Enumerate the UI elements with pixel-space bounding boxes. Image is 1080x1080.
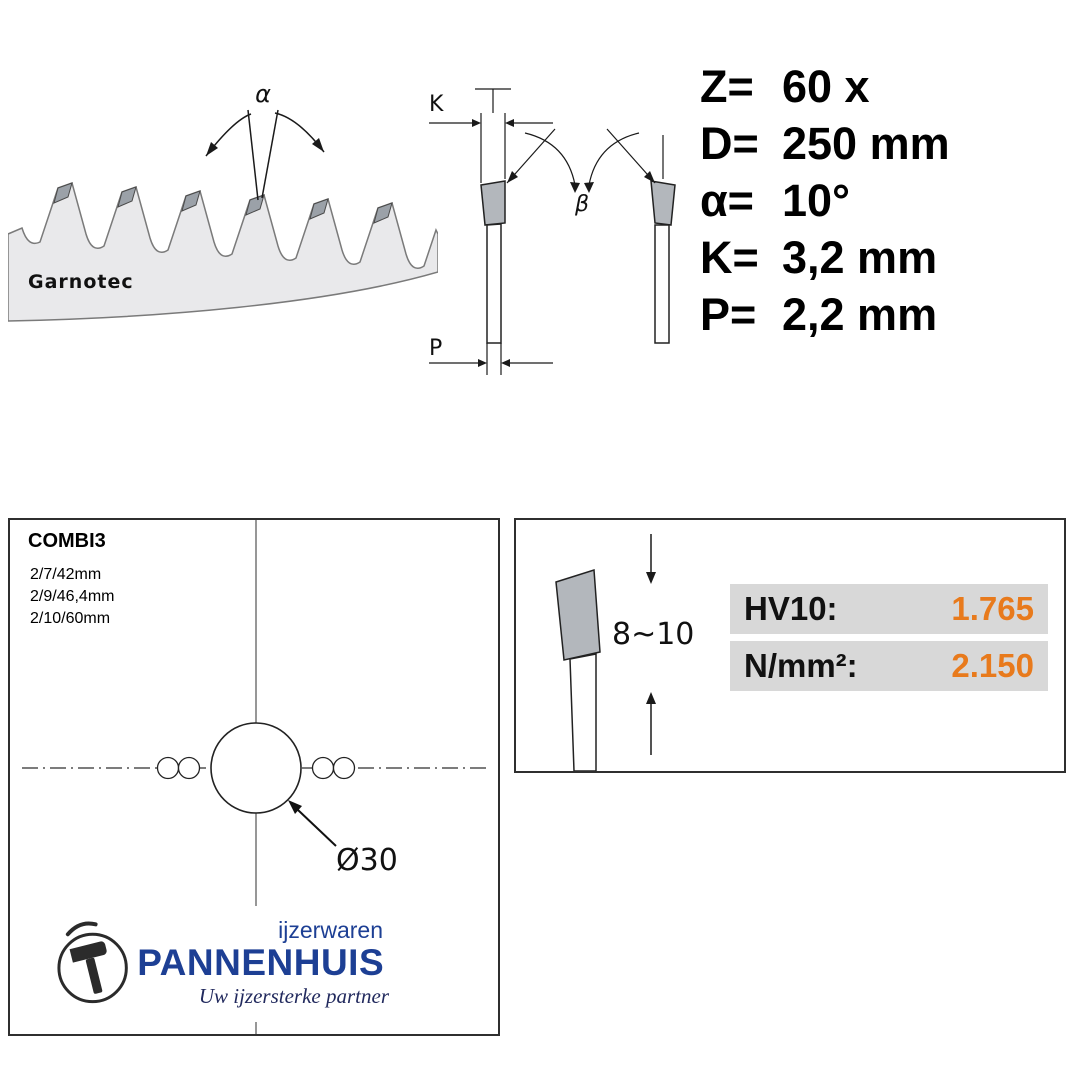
height-dimension-arrows: [646, 534, 656, 755]
pincer-shape: [65, 921, 98, 937]
spec-label: D=: [700, 118, 759, 169]
hardness-panel: 8~10 HV10: 1.765 N/mm²: 2.150: [514, 518, 1066, 773]
carbide-tips: [53, 182, 393, 224]
watermark-text: Garnotec: [28, 271, 134, 293]
logo-brand-name: PANNENHUIS: [137, 941, 385, 983]
spec-row-diameter: D= 250 mm: [700, 115, 950, 172]
spec-value: 10°: [782, 175, 851, 226]
spec-label: P=: [700, 289, 757, 340]
spec-value: 250 mm: [782, 118, 950, 169]
center-bore-circle: [210, 722, 302, 814]
hardness-table: HV10: 1.765 N/mm²: 2.150: [730, 584, 1048, 698]
pinhole-option-list: 2/7/42mm 2/9/46,4mm 2/10/60mm: [30, 564, 114, 630]
left-tooth-section: [480, 180, 506, 344]
k-label: K: [429, 92, 444, 117]
spec-row-kerf: K= 3,2 mm: [700, 229, 950, 286]
blade-body: [8, 182, 438, 322]
tooth-cross-section-drawing: K β P: [429, 88, 676, 375]
logo-text-block: ijzerwaren PANNENHUIS Uw ijzersterke par…: [137, 916, 395, 1010]
p-label: P: [429, 336, 442, 361]
logo-industry-text: ijzerwaren: [278, 916, 383, 943]
spec-label: α=: [700, 175, 754, 226]
hammer-tool-icon: [57, 921, 128, 1004]
right-tooth-section: [650, 180, 676, 344]
p-dimension: [429, 343, 553, 375]
pinhole-option: 2/7/42mm: [30, 566, 102, 583]
tooth-side-view-drawing: 8~10: [555, 534, 694, 771]
saw-blade-profile-drawing: α Garnotec: [8, 80, 438, 322]
hardness-label: N/mm²:: [744, 647, 858, 684]
alpha-angle-marking: [205, 109, 325, 201]
bore-diameter-label: Ø30: [336, 843, 398, 878]
hardness-row-hv10: HV10: 1.765: [730, 584, 1048, 634]
beta-angle-marking: [506, 128, 664, 193]
pinhole-option: 2/10/60mm: [30, 610, 111, 627]
alpha-label: α: [255, 80, 271, 108]
spec-label: K=: [700, 232, 759, 283]
spec-value: 3,2 mm: [782, 232, 938, 283]
spec-row-plate: P= 2,2 mm: [700, 286, 950, 343]
tooth-height-label: 8~10: [612, 617, 694, 652]
spec-value: 2,2 mm: [782, 289, 938, 340]
bore-pattern-drawing: Ø30: [22, 520, 486, 1034]
pinhole-option: 2/9/46,4mm: [30, 588, 115, 605]
spec-value: 60 x: [782, 61, 870, 112]
k-dimension: [429, 88, 553, 183]
hardness-value: 1.765: [951, 590, 1034, 627]
logo-tagline-text: Uw ijzersterke partner: [198, 984, 389, 1009]
tooth-head: [555, 568, 601, 661]
pinhole-cluster-right: [311, 756, 356, 780]
hardness-row-nmm2: N/mm²: 2.150: [730, 641, 1048, 691]
beta-label: β: [574, 192, 589, 217]
bore-callout-arrow: [288, 800, 337, 847]
hardness-label: HV10:: [744, 590, 838, 627]
spec-list: Z= 60 x D= 250 mm α= 10° K= 3,2 mm P= 2,…: [700, 58, 950, 343]
spec-row-angle: α= 10°: [700, 172, 950, 229]
pannenhuis-logo: ijzerwaren PANNENHUIS Uw ijzersterke par…: [50, 906, 395, 1022]
tooth-shank: [569, 653, 597, 771]
combi-title: COMBI3: [28, 530, 106, 552]
hardness-value: 2.150: [951, 647, 1034, 684]
pinhole-cluster-left: [156, 756, 201, 780]
spec-label: Z=: [700, 61, 754, 112]
spec-row-teeth: Z= 60 x: [700, 58, 950, 115]
